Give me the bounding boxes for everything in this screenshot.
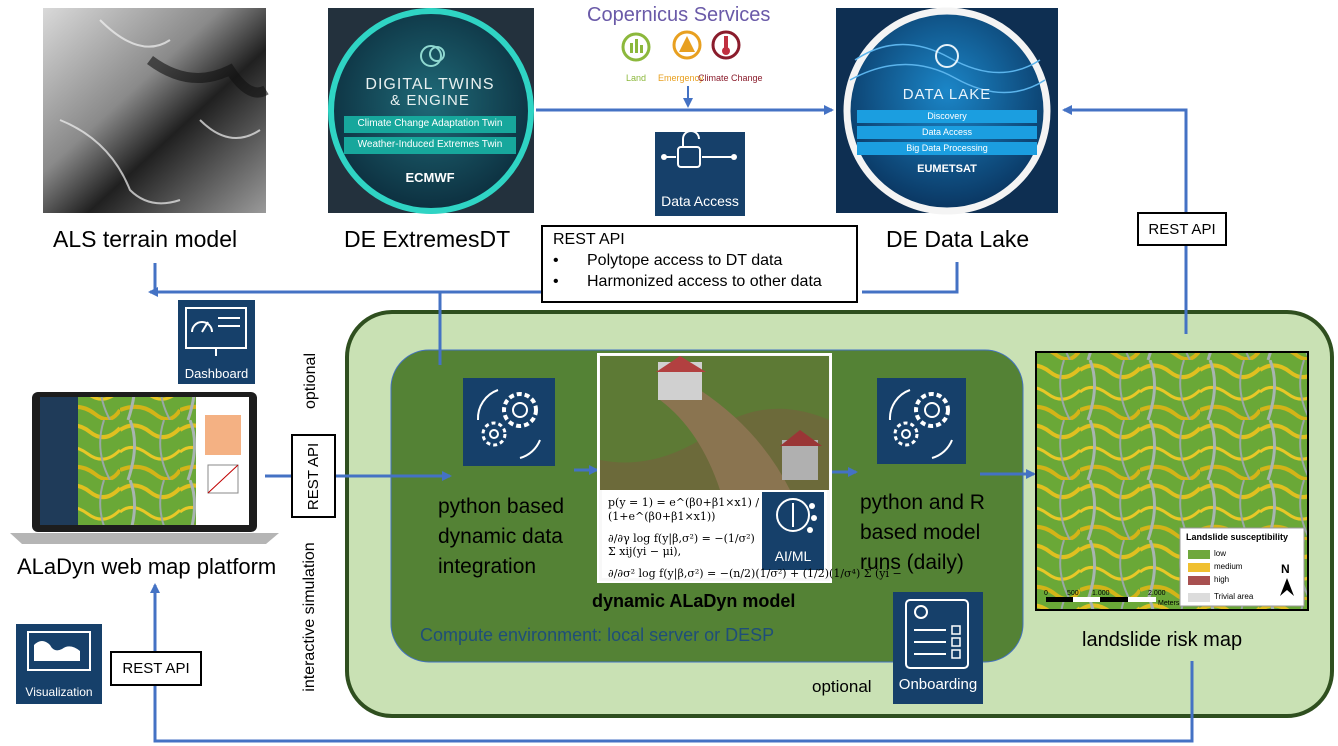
integration-line: dynamic data — [438, 525, 563, 548]
data-lake-label: DE Data Lake — [886, 226, 1030, 252]
compute-env-label: Compute environment: local server or DES… — [420, 625, 775, 645]
dt-badge-band1: Climate Change Adaptation Twin — [357, 118, 503, 129]
copernicus-title: Copernicus Services — [587, 4, 771, 26]
legend-trivial: Trivial area — [1214, 592, 1254, 601]
model-runs-text: python and R based model runs (daily) — [860, 488, 985, 578]
formula-block: p(y = 1) = e^(β0+β1×x1) / (1+e^(β0+β1×x1… — [608, 496, 902, 581]
climate-change-icon — [711, 30, 741, 60]
dt-badge-title2: & ENGINE — [390, 92, 470, 109]
dt-badge-band2: Weather-Induced Extremes Twin — [357, 139, 503, 150]
ecmwf-logo: ECMWF — [405, 170, 455, 185]
formula-line: ∂/∂γ log f(y|β,σ²) = −(1/σ²) Σ xij(yi − … — [608, 531, 755, 559]
model-runs-line: runs (daily) — [860, 551, 964, 574]
dl-badge-band2: Data Access — [921, 127, 973, 137]
onboarding-label: Onboarding — [898, 676, 978, 693]
model-title: dynamic ALaDyn model — [592, 591, 796, 611]
rest-api-label-datalake: REST API — [1137, 212, 1227, 246]
integration-line: integration — [438, 555, 537, 578]
risk-map-label: landslide risk map — [1082, 629, 1243, 651]
rest-api-label-platform: REST API — [291, 434, 336, 518]
optional-label-onboarding: optional — [812, 677, 872, 696]
rest-api-label-platform-text: REST API — [305, 442, 323, 510]
copernicus-emergency-label: Emergency — [658, 73, 704, 83]
optional-label-vertical: optional — [302, 352, 319, 410]
data-access-label: Data Access — [661, 193, 739, 209]
visualization-tile — [16, 624, 102, 704]
visualization-label: Visualization — [25, 685, 93, 699]
extremes-dt-label: DE ExtremesDT — [344, 226, 511, 252]
gear-tile-model-runs — [877, 378, 966, 464]
dl-badge-band1: Discovery — [927, 111, 967, 121]
rest-api-item: • Harmonized access to other data — [553, 273, 846, 291]
dashboard-label: Dashboard — [184, 366, 249, 381]
integration-line: python based — [438, 495, 565, 518]
scale-2000: 2.000 — [1148, 590, 1166, 597]
legend-title: Landslide susceptibility — [1186, 532, 1289, 542]
integration-text: python based dynamic data integration — [438, 492, 564, 582]
north-arrow-label: N — [1281, 562, 1290, 576]
copernicus-climate-label: Climate Change — [698, 73, 763, 83]
formula-line: ∂/∂σ² log f(y|β,σ²) = −(n/2)(1/σ²) + (1/… — [608, 567, 902, 580]
platform-label: ALaDyn web map platform — [17, 554, 277, 579]
scale-1000: 1.000 — [1092, 590, 1110, 597]
model-runs-line: based model — [860, 521, 981, 544]
copernicus-land-label: Land — [626, 73, 647, 83]
rest-api-label-visualization: REST API — [110, 651, 202, 686]
formula-line: p(y = 1) = e^(β0+β1×x1) / (1+e^(β0+β1×x1… — [608, 496, 760, 523]
legend-medium: medium — [1214, 562, 1243, 571]
rest-api-box-title: REST API — [553, 231, 625, 248]
land-icon — [621, 32, 651, 62]
legend-low: low — [1214, 549, 1227, 558]
rest-api-item-text: Polytope access to DT data — [587, 252, 783, 269]
rest-api-box: REST API • Polytope access to DT data • … — [541, 225, 858, 303]
scale-unit: Meters — [1158, 600, 1180, 607]
bullet: • — [553, 252, 559, 269]
data-access-tile — [655, 132, 745, 216]
interactive-simulation-label: interactive simulation — [301, 542, 318, 692]
dashboard-tile — [178, 300, 255, 384]
rest-api-item-text: Harmonized access to other data — [587, 273, 822, 290]
rest-api-item: • Polytope access to DT data — [553, 252, 846, 270]
dl-badge-band3: Big Data Processing — [906, 143, 988, 153]
legend-high: high — [1214, 575, 1230, 584]
model-runs-line: python and R — [860, 491, 985, 514]
als-terrain-image — [43, 8, 266, 213]
scale-0: 0 — [1044, 590, 1048, 597]
bullet: • — [553, 273, 559, 290]
eumetsat-logo: EUMETSAT — [917, 163, 977, 175]
dt-badge-title1: DIGITAL TWINS — [365, 76, 495, 93]
emergency-icon — [672, 30, 702, 60]
dl-badge-title: DATA LAKE — [902, 86, 992, 103]
scale-500: 500 — [1067, 590, 1079, 597]
aiml-label: AI/ML — [774, 548, 812, 564]
als-terrain-label: ALS terrain model — [53, 226, 238, 252]
